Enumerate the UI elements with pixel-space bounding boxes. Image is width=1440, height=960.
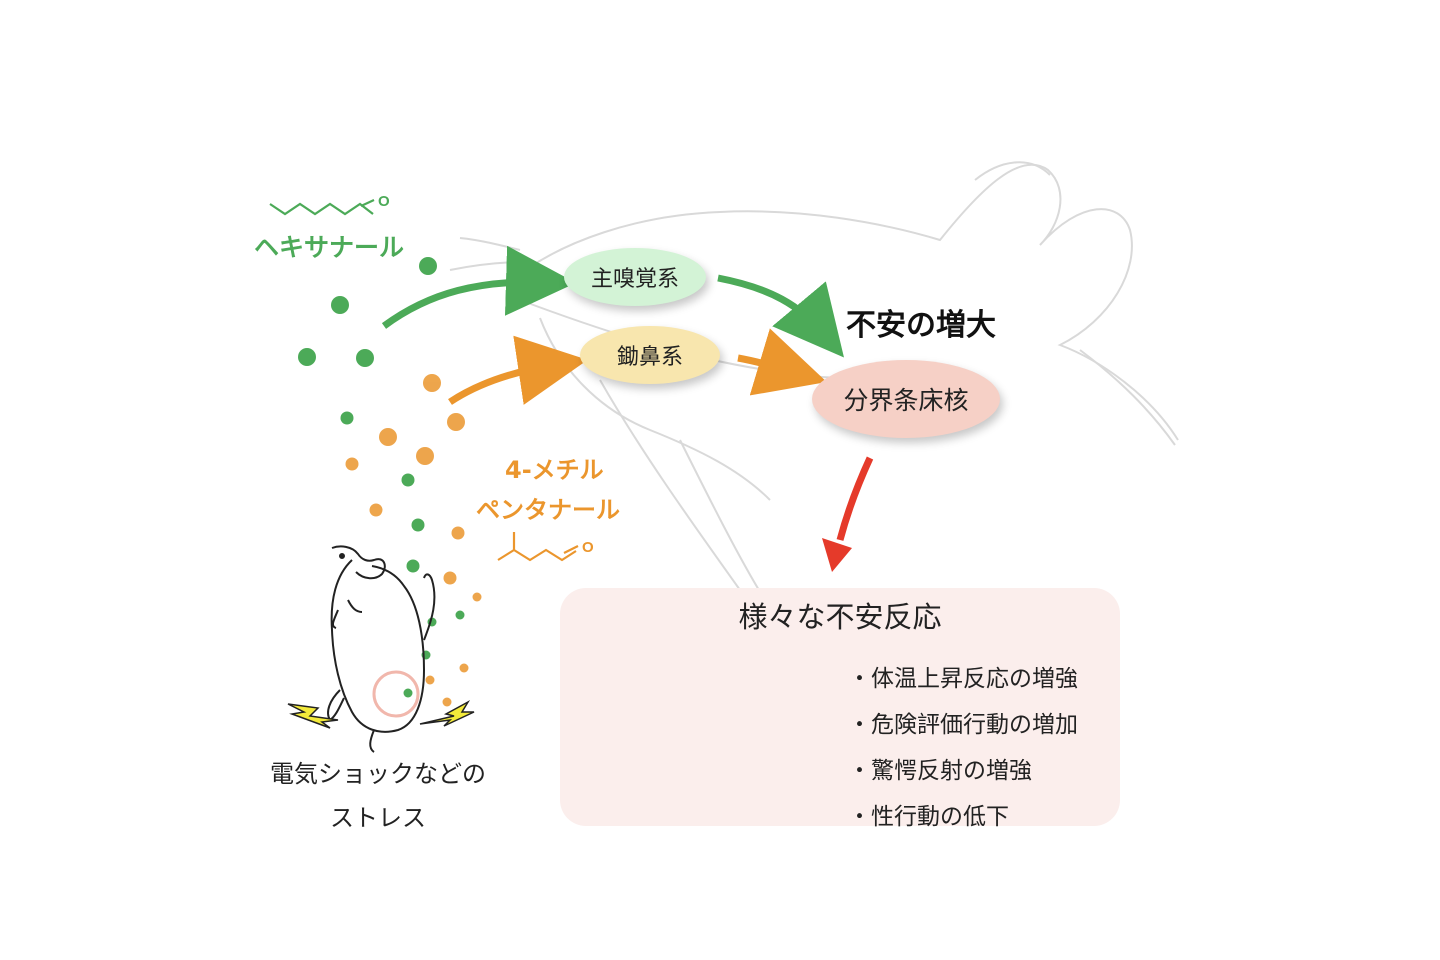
arrow-bnst-to-responses: [822, 456, 874, 572]
anxiety-responses-box: 様々な不安反応 ・体温上昇反応の増強 ・危険評価行動の増加 ・驚愕反射の増強 ・…: [560, 588, 1120, 830]
methylpentanal-oxygen-label: O: [582, 539, 594, 556]
hexanal-oxygen-label: O: [378, 193, 390, 210]
anxiety-responses-title: 様々な不安反応: [738, 600, 942, 634]
main-olfactory-system-node: 主嗅覚系: [564, 248, 706, 306]
stressed-rat-illustration: [327, 545, 436, 753]
vomeronasal-system-node: 鋤鼻系: [580, 326, 720, 384]
methylpentanal-label-line2: ペンタナール: [476, 496, 620, 524]
stress-caption-line1: 電気ショックなどの: [270, 760, 486, 788]
main-olfactory-system-label: 主嗅覚系: [590, 267, 679, 292]
anxiety-responses-list: ・体温上昇反応の増強 ・危険評価行動の増加 ・驚愕反射の増強 ・性行動の低下: [848, 656, 1078, 840]
bnst-node: 分界条床核: [812, 360, 1000, 438]
arrow-hexanal-to-main-olfactory: [381, 245, 576, 329]
response-item: ・性行動の低下: [848, 804, 1009, 830]
response-item: ・体温上昇反応の増強: [848, 666, 1078, 692]
vomeronasal-system-label: 鋤鼻系: [616, 345, 683, 370]
hexanal-structure-icon: [269, 199, 375, 216]
lightning-bolt-left-icon: [287, 703, 339, 729]
arrow-main-olfactory-to-bnst: [717, 274, 844, 358]
response-item: ・危険評価行動の増加: [848, 712, 1078, 738]
stress-caption: 電気ショックなどの ストレス: [240, 752, 516, 840]
rat-head-outline: [449, 161, 1179, 601]
anxiety-increase-title: 不安の増大: [846, 308, 996, 343]
hexanal-label: ヘキサナール: [254, 233, 405, 262]
stress-caption-line2: ストレス: [330, 804, 426, 832]
arrow-vomeronasal-to-bnst: [737, 328, 827, 396]
odor-dots-orange: [345, 374, 482, 707]
methylpentanal-structure-icon: [497, 532, 579, 562]
response-item: ・驚愕反射の増強: [848, 758, 1032, 784]
arrow-methylpentanal-to-vomeronasal: [448, 335, 588, 405]
methylpentanal-label-line1: 4-メチル: [505, 456, 604, 484]
lightning-bolt-right-icon: [419, 700, 475, 727]
odor-dots-green: [298, 257, 465, 698]
bnst-label: 分界条床核: [843, 386, 969, 415]
